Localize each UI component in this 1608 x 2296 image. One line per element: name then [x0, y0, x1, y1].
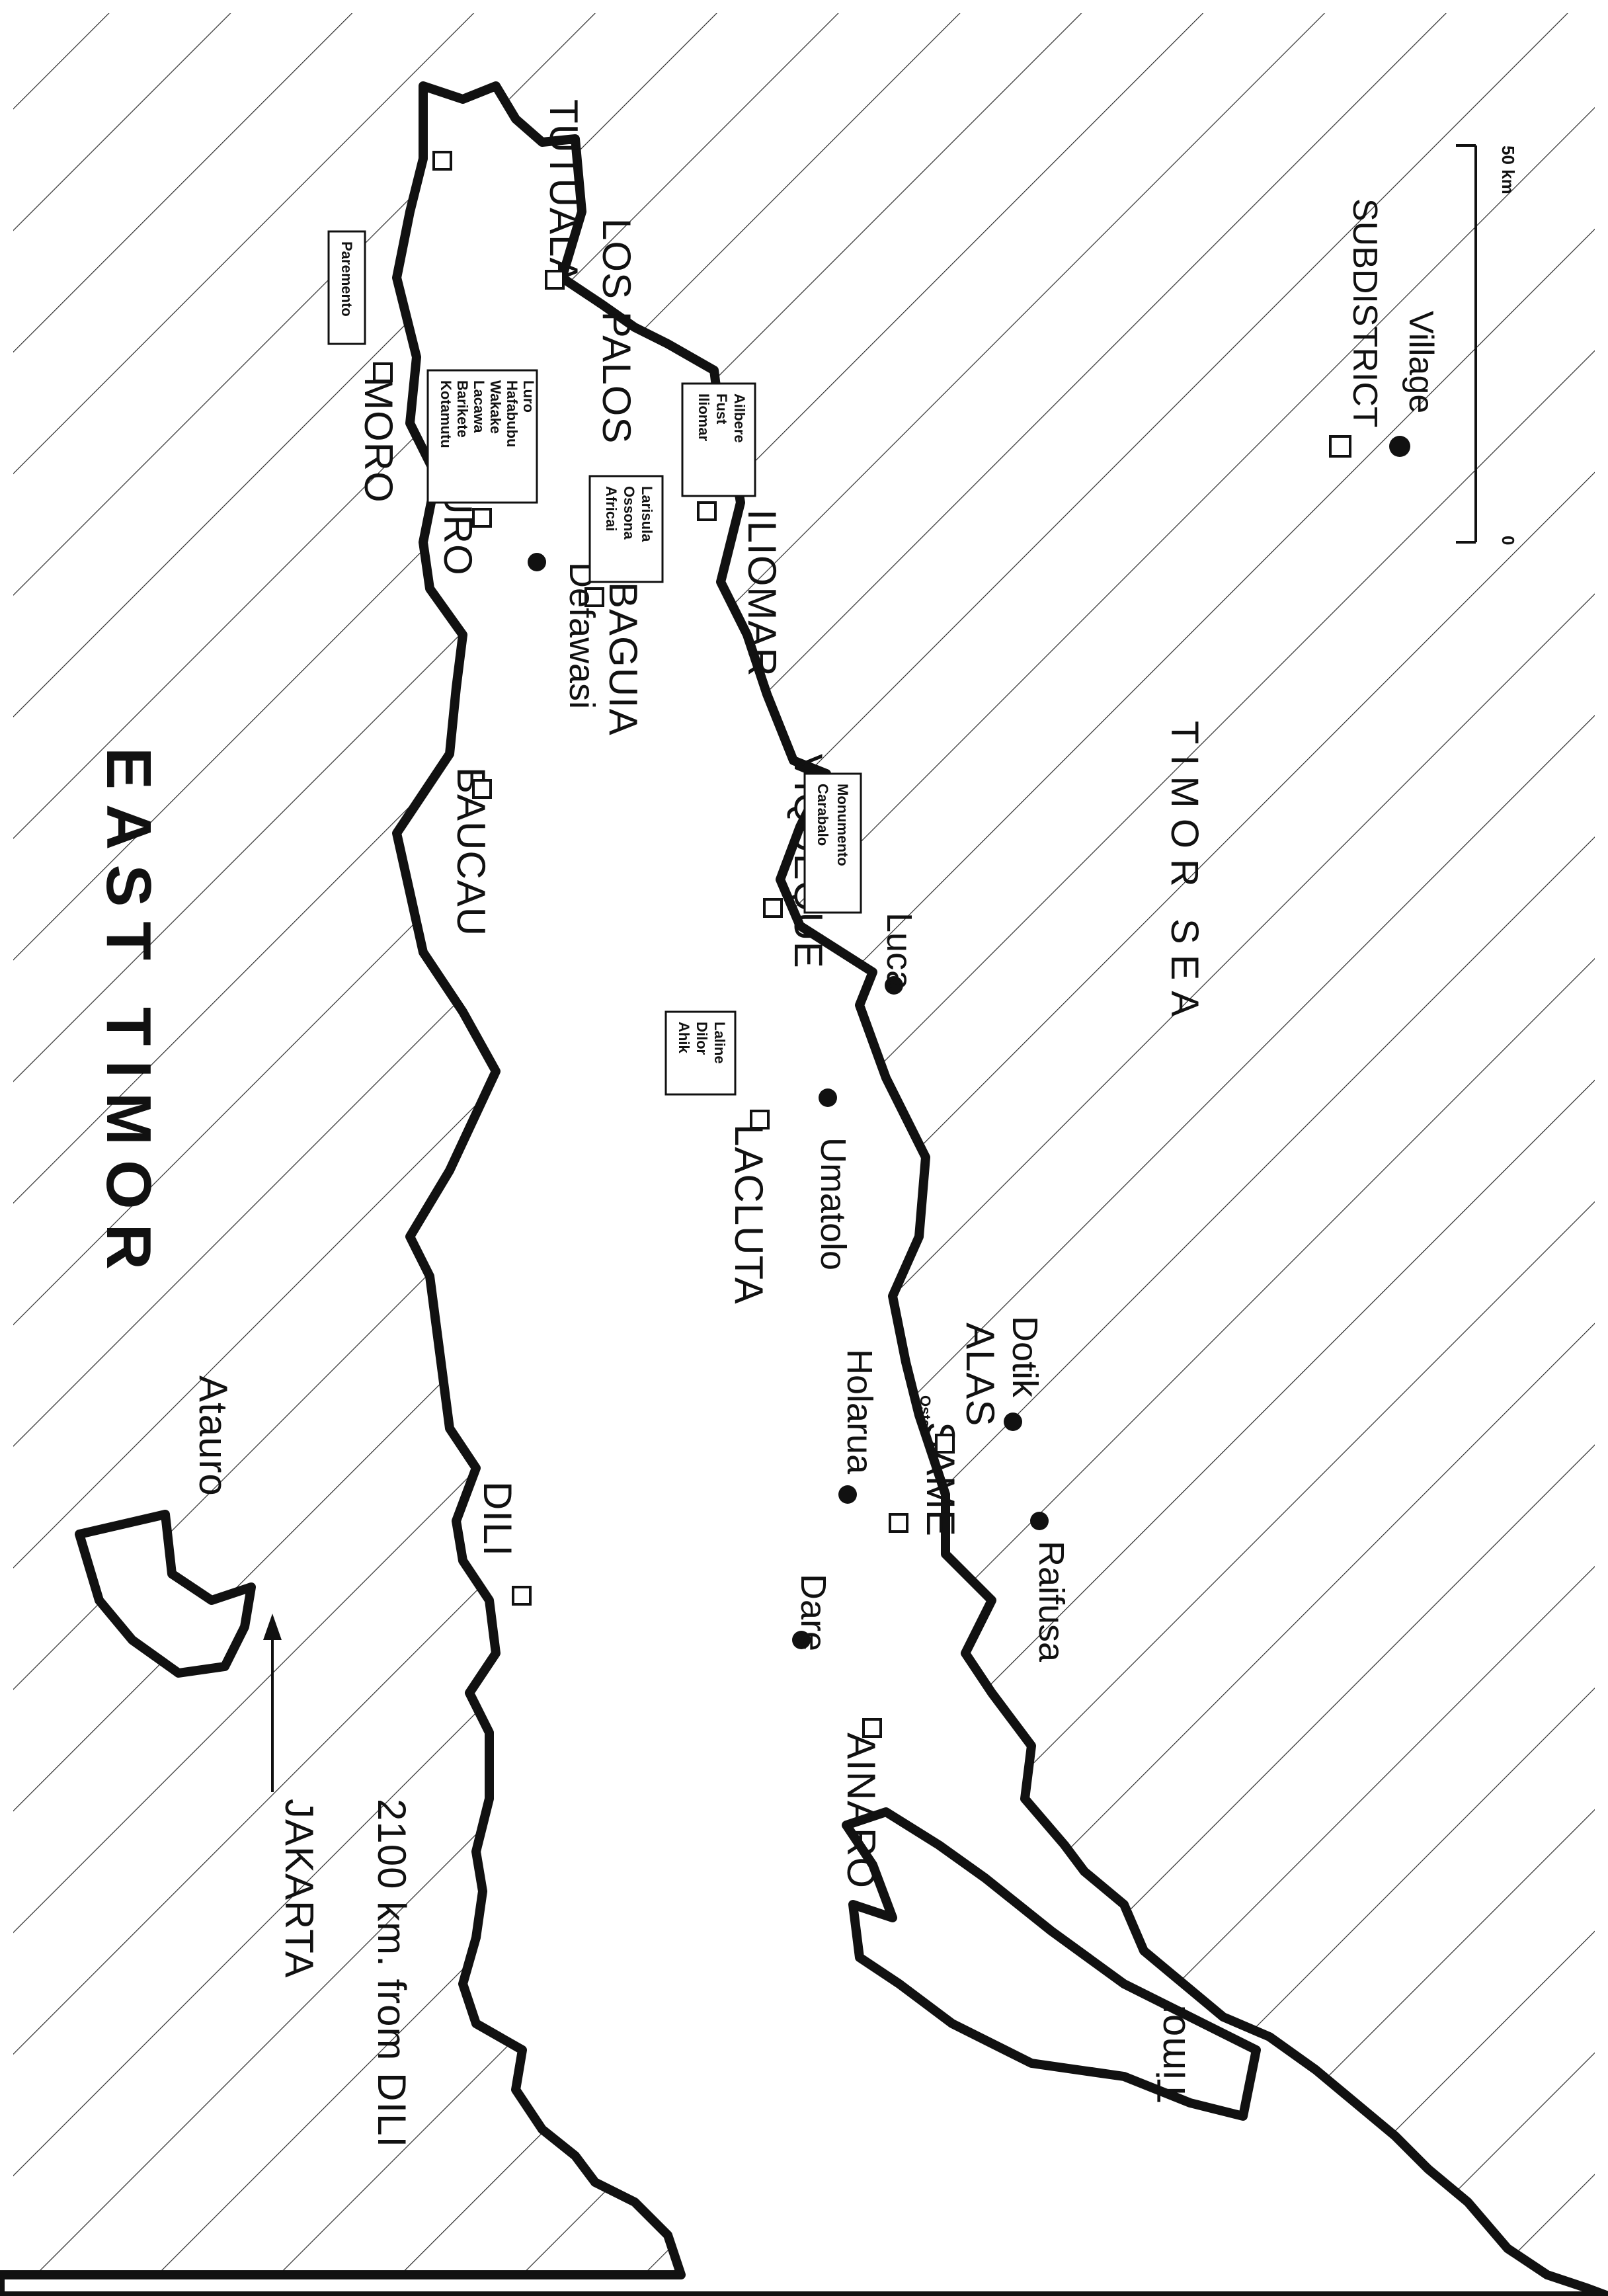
group-lacluta-item: Dilor: [694, 1022, 710, 1055]
village-dot-icon: [1004, 1413, 1022, 1431]
village-dot-icon: [885, 976, 903, 995]
subdistrict-ainaro: AINARO: [839, 1733, 883, 1889]
group-luro-item: Kotamutu: [438, 380, 454, 448]
subdistrict-marker-icon: [750, 1110, 770, 1129]
subdistrict-marker-icon: [472, 508, 492, 528]
legend-subdistrict-label: SUBDISTRICT: [1346, 198, 1384, 428]
group-luro-item: Luro: [520, 380, 537, 413]
subdistrict-alas: ALAS: [958, 1323, 1002, 1426]
subdistrict-marker-icon: [584, 587, 604, 607]
village-holarua: Holarua: [840, 1349, 879, 1475]
direction-line1: JAKARTA: [277, 1799, 321, 1979]
village-dot-icon: [792, 1631, 811, 1649]
village-dotik: Dotik: [1005, 1316, 1045, 1398]
group-lacluta: Ahik Dilor Laline: [664, 1010, 737, 1096]
group-baguia-item: Larisula: [639, 486, 655, 542]
group-luro: Kotamutu Barikete Lacawa Wakake Hafabubu…: [426, 369, 538, 504]
direction-line2: 2100 km. from DILI: [370, 1799, 414, 2148]
group-iliomar-item: Ailbere: [731, 393, 748, 443]
group-luro-item: Wakake: [487, 380, 504, 434]
subdistrict-baguia: BAGUIA: [601, 582, 645, 736]
subdistrict-marker-icon: [862, 1718, 882, 1738]
village-dot-icon: [819, 1088, 837, 1107]
group-iliomar-item: Fust: [713, 393, 730, 425]
group-viqueque-item: Carabalo: [815, 784, 831, 846]
group-baguia-item: Ossona: [621, 486, 637, 540]
village-dot-icon: [838, 1485, 857, 1504]
village-raifusa: Raifusa: [1031, 1541, 1071, 1662]
group-iliomar-item: Iliomar: [696, 393, 712, 442]
group-baguia-item: Africai: [603, 486, 620, 531]
west-timor-landmass: [842, 1807, 1261, 2121]
scale-start-label: 0: [1498, 536, 1518, 545]
handwritten-annotation: Ostal: [917, 1395, 934, 1432]
atauro-island: [75, 1510, 256, 1678]
group-lacluta-item: Laline: [711, 1022, 728, 1064]
group-luro-item: Hafabubu: [504, 380, 520, 447]
subdistrict-marker-icon: [545, 270, 565, 290]
subdistrict-moro: MORO: [356, 377, 401, 503]
direction-arrowhead-icon: [263, 1614, 282, 1640]
village-umatolo: Umatolo: [813, 1137, 853, 1270]
subdistrict-marker-icon: [935, 1434, 955, 1454]
subdistrict-marker-icon: [472, 779, 492, 799]
subdistrict-los-palos: LOS PALOS: [594, 218, 639, 444]
subdistrict-tutuala: TUTUALA: [542, 99, 586, 284]
scale-end-label: 50 km: [1498, 145, 1518, 194]
legend-subdistrict-icon: [1329, 435, 1351, 458]
village-dot-icon: [528, 553, 546, 571]
timor-sea-label: TIMOR SEA: [1163, 721, 1206, 1027]
subdistrict-marker-icon: [889, 1513, 908, 1533]
legend-village-label: Village: [1402, 311, 1440, 413]
group-viqueque-item: Monumento: [834, 784, 851, 866]
subdistrict-marker-icon: [763, 898, 783, 918]
subdistrict-marker-icon: [697, 501, 717, 521]
group-paremento-item: Paremento: [339, 241, 355, 317]
subdistrict-lacluta: LACLUTA: [727, 1124, 771, 1305]
group-luro-item: Barikete: [454, 380, 471, 438]
group-paremento: Paremento: [327, 230, 366, 345]
east-timor-landmass: [0, 81, 1608, 2296]
subdistrict-marker-icon: [432, 151, 452, 171]
subdistrict-marker-icon: [512, 1586, 532, 1606]
group-luro-item: Lacawa: [471, 380, 487, 433]
subdistrict-dili: DILI: [475, 1481, 520, 1557]
village-dot-icon: [1030, 1512, 1049, 1530]
group-iliomar: Iliomar Fust Ailbere: [681, 382, 756, 497]
legend: SUBDISTRICT Village 0 50 km: [1329, 144, 1518, 545]
map-title: EAST TIMOR: [93, 747, 164, 1284]
neighbor-timor-label: Timor: [1149, 2000, 1193, 2103]
atauro-label: Atauro: [191, 1375, 235, 1496]
subdistrict-iliomar: ILIOMAR: [740, 509, 784, 677]
village-luca: Luca: [879, 913, 919, 991]
legend-village-icon: [1389, 436, 1410, 457]
subdistrict-marker-icon: [373, 362, 393, 382]
group-lacluta-item: Ahik: [676, 1022, 692, 1053]
group-viqueque: Carabalo Monumento: [803, 772, 862, 914]
village-dare: Dare: [793, 1574, 833, 1651]
village-defawasi: Defawasi: [562, 562, 602, 709]
group-baguia: Africai Ossona Larisula: [588, 475, 664, 583]
